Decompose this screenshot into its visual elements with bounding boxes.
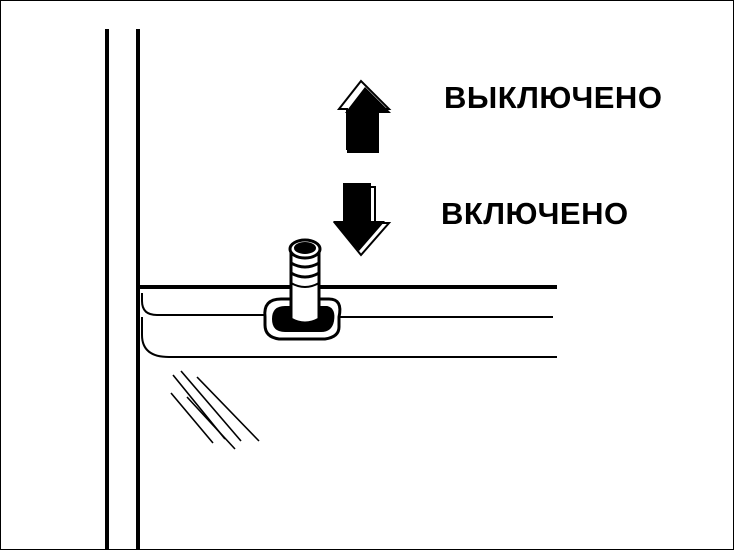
arrow-up-icon	[336, 79, 392, 153]
sill-inner-line	[141, 293, 269, 316]
unlocked-label: ВЫКЛЮЧЕНО	[444, 80, 663, 115]
knob-ring-2	[290, 271, 320, 279]
arrow-down-icon	[332, 183, 392, 257]
door-sill	[138, 285, 557, 358]
window-glass-hatching	[170, 370, 260, 450]
knob-cap-inner	[294, 242, 316, 254]
knob-ring-1	[290, 261, 320, 269]
arrow-down-fill	[333, 183, 385, 251]
locked-label: ВКЛЮЧЕНО	[441, 196, 629, 231]
arrow-up-fill	[345, 87, 391, 153]
door-lock-knob[interactable]	[263, 238, 342, 341]
sill-lower-curve	[141, 317, 557, 358]
door-frame	[105, 29, 140, 549]
knob-ring-3	[290, 282, 320, 288]
